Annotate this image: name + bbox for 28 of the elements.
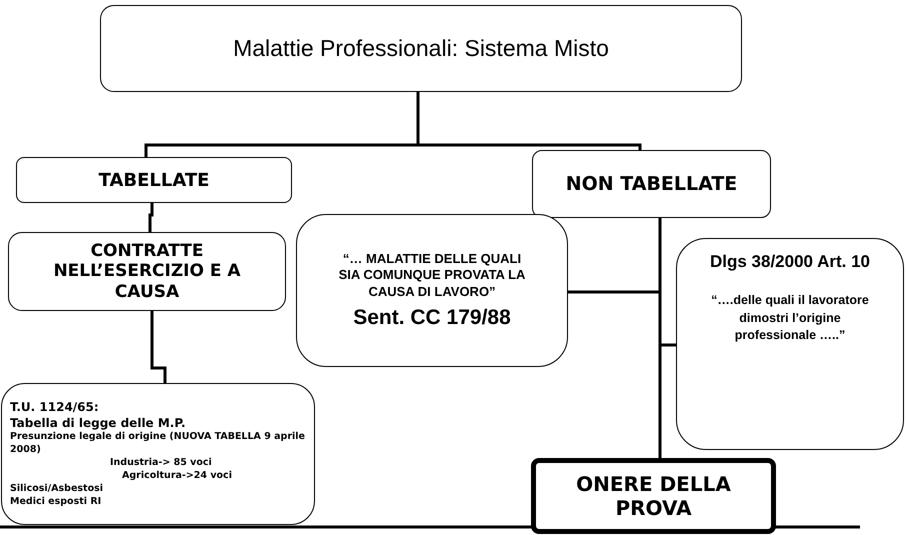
box-text: Presunzione legale di origine (NUOVA TABELLA 9 aprile 2008) <box>10 431 306 458</box>
connector-line <box>148 203 154 232</box>
category-box <box>16 157 292 203</box>
connector-line <box>416 92 642 150</box>
quote-text: “….delle quali il lavoratore dimostri l’origine professionale …..” <box>710 292 870 344</box>
box-text: TABELLATE <box>98 168 210 192</box>
connector-line <box>150 311 166 383</box>
box-text: ONERE DELLA PROVA <box>575 472 732 520</box>
box-text: Agricoltura->24 voci <box>121 470 233 483</box>
connector-line <box>658 218 662 458</box>
condition-box <box>8 232 286 311</box>
box-text: NON TABELLATE <box>566 172 738 196</box>
quote-box <box>676 238 904 450</box>
box-text: Industria-> 85 voci <box>109 457 213 470</box>
citation-text: Sent. CC 179/88 <box>353 305 511 330</box>
quote-text: “… MALATTIE DELLE QUALI SIA COMUNQUE PROVATA LA CAUSA DI LAVORO” <box>338 250 526 302</box>
box-text: Silicosi/Asbestosi <box>10 482 104 496</box>
quote-box <box>296 214 568 367</box>
law-box <box>1 383 315 525</box>
box-text: Medici esposti RI <box>10 496 102 508</box>
citation-text: Dlgs 38/2000 Art. 10 <box>710 251 870 272</box>
box-text: CONTRATTE NELL’ESERCIZIO E A CAUSA <box>52 240 242 302</box>
box-text: Tabella di legge delle M.P. <box>10 415 187 432</box>
category-box <box>532 150 771 218</box>
box-text: Malattie Professionali: Sistema Misto <box>233 34 609 63</box>
box-text: T.U. 1124/65: <box>10 400 100 416</box>
title-box <box>100 5 742 92</box>
conclusion-box <box>531 458 776 534</box>
